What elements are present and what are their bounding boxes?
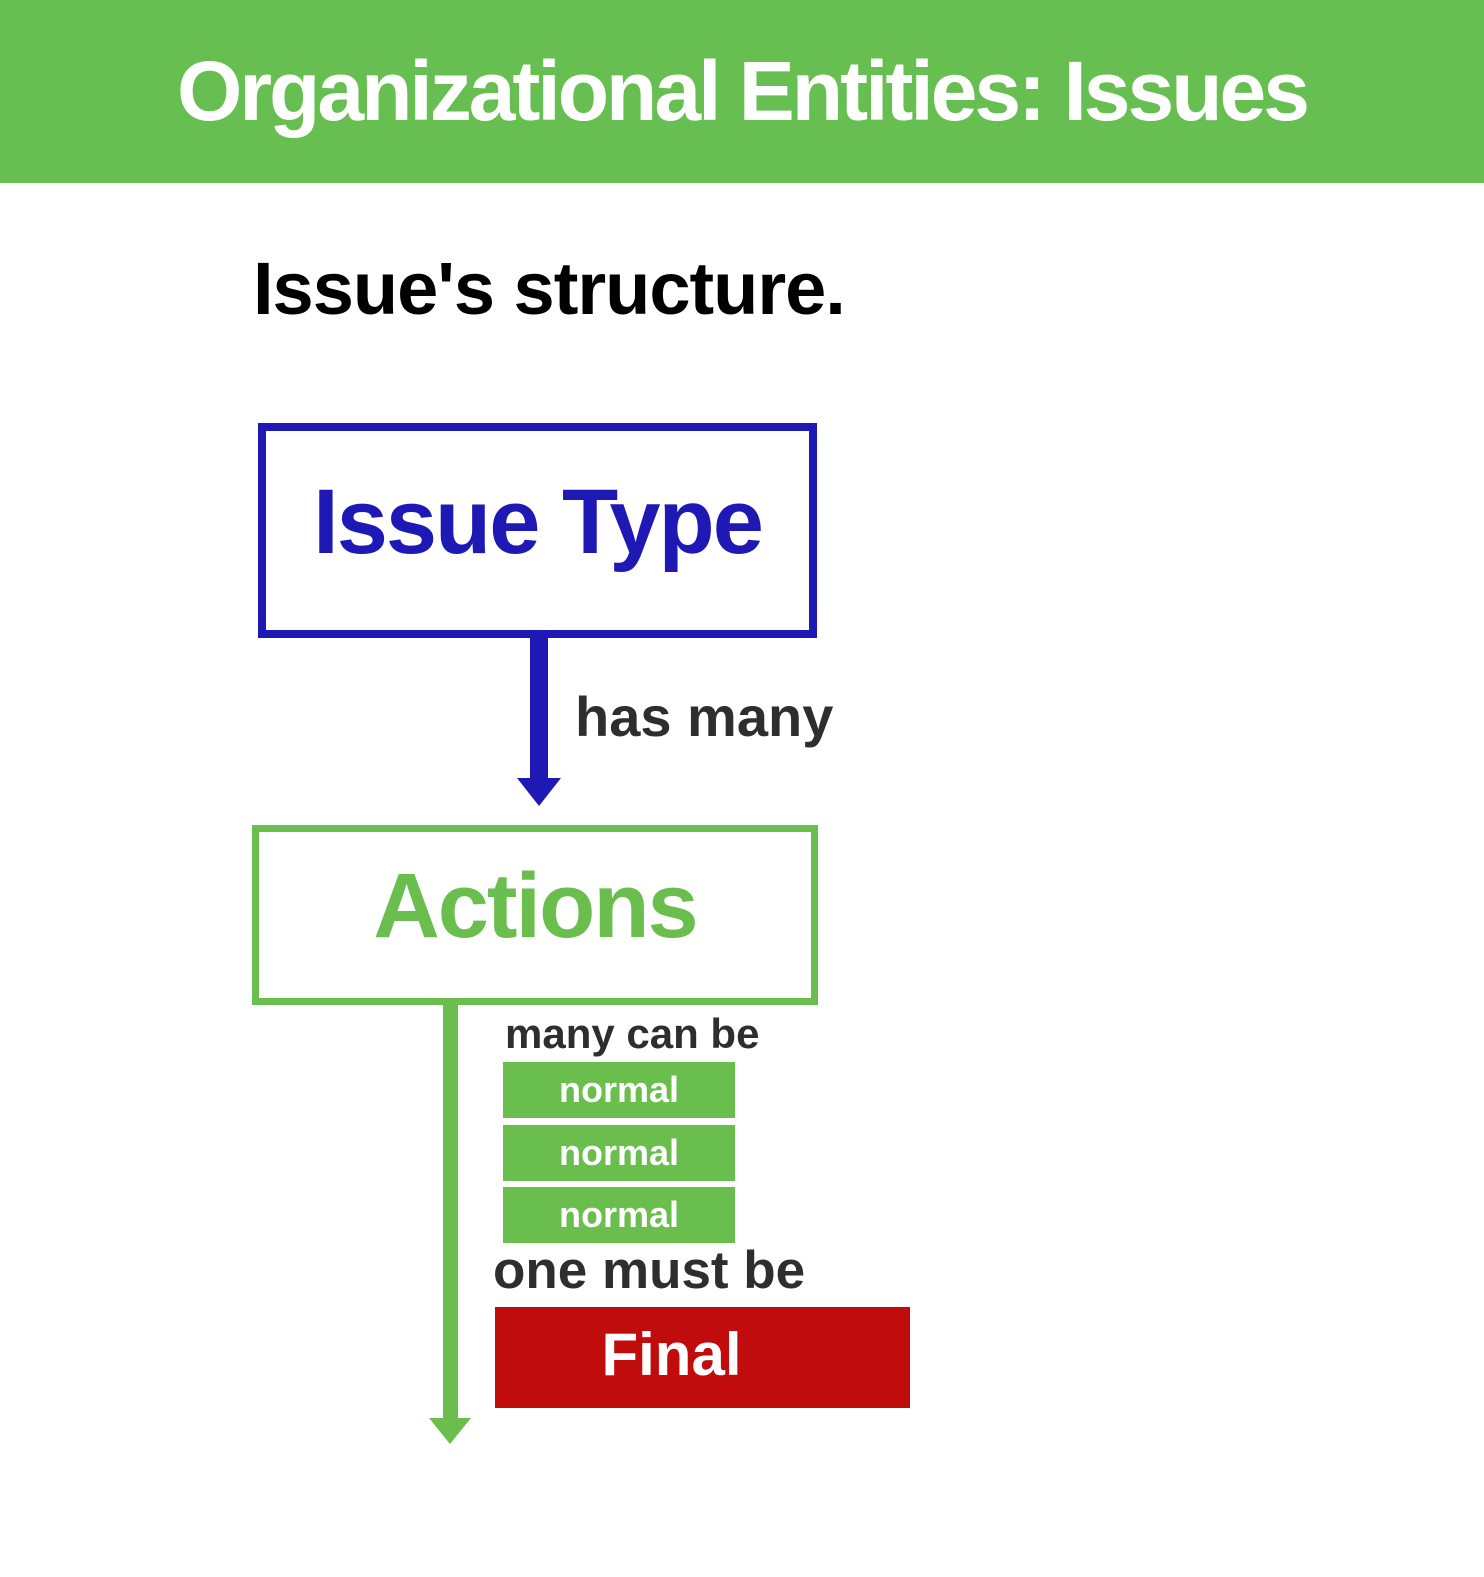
actions-label: Actions: [373, 854, 698, 957]
final-badge-label: Final: [601, 1321, 742, 1388]
header-bar: Organizational Entities: Issues: [0, 0, 1484, 183]
normal-badge: normal: [503, 1187, 735, 1243]
normal-badge-label: normal: [558, 1132, 680, 1173]
arrow-shaft: [530, 636, 548, 778]
arrow-shaft: [443, 1000, 458, 1418]
normal-badge: normal: [503, 1125, 735, 1181]
actions-box: Actions: [252, 825, 818, 1005]
normal-badge-label: normal: [558, 1069, 680, 1110]
normal-badge: normal: [503, 1062, 735, 1118]
issue-type-box: Issue Type: [258, 423, 817, 638]
normal-badge-label: normal: [558, 1194, 680, 1235]
many-can-be-label: many can be: [505, 1010, 760, 1057]
arrow-head: [517, 778, 561, 806]
arrow-head: [429, 1418, 471, 1444]
one-must-be-label: one must be: [493, 1241, 806, 1300]
page-title: Organizational Entities: Issues: [177, 44, 1310, 138]
issue-type-label: Issue Type: [313, 471, 764, 573]
has-many-label: has many: [575, 685, 834, 748]
final-badge: Final: [495, 1307, 910, 1408]
subtitle: Issue's structure.: [253, 247, 846, 330]
